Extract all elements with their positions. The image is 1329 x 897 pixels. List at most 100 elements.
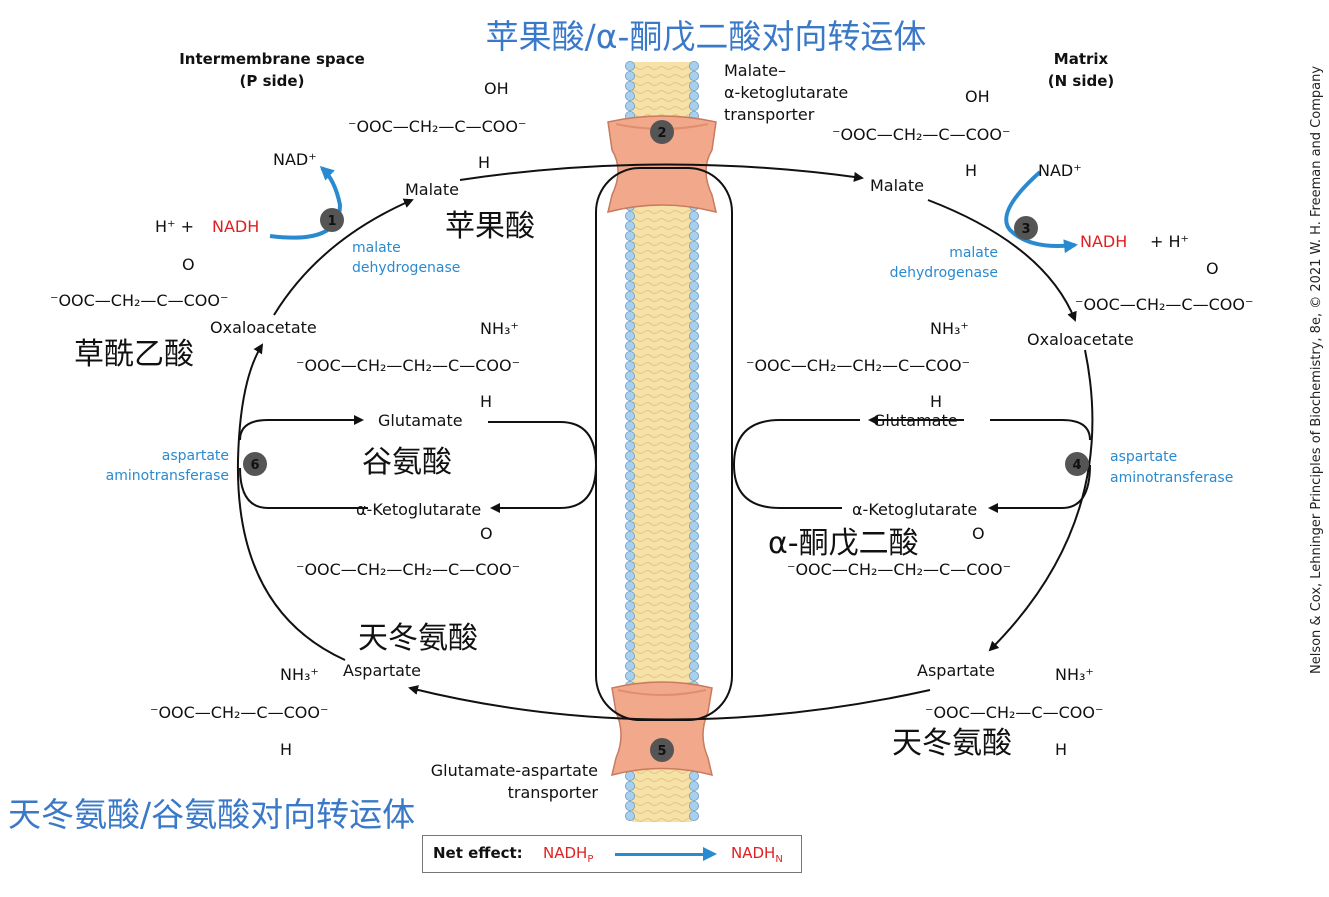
lipid-head: [625, 390, 636, 401]
svg-text:H: H: [1055, 740, 1067, 759]
lipid-head: [689, 541, 700, 552]
glutamate-label-left: Glutamate: [378, 411, 463, 430]
step-6-marker: 6: [243, 452, 267, 476]
lipid-head: [689, 460, 700, 471]
zh-ketoglutarate: α-酮戊二酸: [768, 526, 919, 561]
svg-text:O: O: [480, 524, 493, 543]
lipid-head: [625, 440, 636, 451]
lipid-head: [689, 320, 700, 331]
net-effect-arrow: [615, 853, 703, 856]
lipid-head: [689, 220, 700, 231]
lipid-head: [689, 390, 700, 401]
lipid-head: [689, 380, 700, 391]
lipid-head: [625, 551, 636, 562]
lipid-head: [625, 370, 636, 381]
lipid-head: [625, 81, 636, 92]
lipid-head: [689, 801, 700, 812]
ast-label-right-2: aminotransferase: [1110, 470, 1233, 486]
lipid-head: [625, 661, 636, 672]
lipid-head: [689, 310, 700, 321]
net-effect-from: NADHP: [543, 844, 594, 865]
ast-label-right-1: aspartate: [1110, 449, 1177, 465]
svg-text:⁻OOC—CH₂—C—COO⁻: ⁻OOC—CH₂—C—COO⁻: [1075, 295, 1253, 314]
lipid-head: [689, 230, 700, 241]
oxaloacetate-formula-left: O ⁻OOC—CH₂—C—COO⁻: [50, 255, 228, 310]
malate-label-right: Malate: [870, 176, 924, 195]
lipid-head: [689, 510, 700, 521]
aspartate-formula-left: NH₃⁺ ⁻OOC—CH₂—C—COO⁻ H: [150, 665, 328, 759]
p-side-title: Intermembrane space: [179, 50, 365, 68]
lipid-head: [689, 661, 700, 672]
lipid-head: [625, 531, 636, 542]
aspartate-label-right: Aspartate: [917, 661, 995, 680]
lipid-head: [689, 270, 700, 281]
lipid-head: [689, 430, 700, 441]
svg-text:O: O: [972, 524, 985, 543]
svg-text:O: O: [1206, 259, 1219, 278]
lipid-head: [689, 671, 700, 682]
lipid-head: [689, 480, 700, 491]
lipid-head: [689, 400, 700, 411]
lipid-head: [625, 310, 636, 321]
lipid-head: [625, 500, 636, 511]
lipid-head: [625, 811, 636, 822]
nad-reduction-arrow: [1004, 170, 1078, 254]
lipid-head: [625, 220, 636, 231]
step-1-marker: 1: [320, 208, 344, 232]
mdh-label-right-1: malate: [949, 245, 998, 261]
lipid-head: [689, 551, 700, 562]
svg-text:O: O: [182, 255, 195, 274]
svg-text:5: 5: [657, 744, 666, 759]
nad-right: NAD⁺: [1038, 161, 1082, 180]
svg-text:3: 3: [1021, 222, 1030, 237]
svg-text:⁻OOC—CH₂—C—COO⁻: ⁻OOC—CH₂—C—COO⁻: [348, 117, 526, 136]
lipid-head: [689, 210, 700, 221]
cycle-arrows: [236, 163, 1094, 721]
mdh-label-left-2: dehydrogenase: [352, 260, 460, 276]
lipid-head: [689, 240, 700, 251]
lipid-head: [625, 641, 636, 652]
lipid-head: [689, 651, 700, 662]
net-effect-box: Net effect: NADHP NADHN: [422, 835, 802, 873]
lipid-head: [689, 250, 700, 261]
lipid-head: [625, 631, 636, 642]
n-side-subtitle: (N side): [1048, 72, 1114, 90]
lipid-head: [689, 490, 700, 501]
zh-oxaloacetate: 草酰乙酸: [74, 337, 194, 372]
lipid-head: [625, 340, 636, 351]
lipid-head: [689, 791, 700, 802]
lipid-head: [689, 260, 700, 271]
svg-text:⁻OOC—CH₂—CH₂—C—COO⁻: ⁻OOC—CH₂—CH₂—C—COO⁻: [746, 356, 970, 375]
zh-aspartate-left: 天冬氨酸: [358, 621, 478, 656]
lipid-head: [625, 601, 636, 612]
net-effect-label: Net effect:: [433, 844, 523, 862]
lipid-head: [625, 470, 636, 481]
lipid-head: [625, 230, 636, 241]
lipid-head: [689, 410, 700, 421]
lipid-head: [625, 781, 636, 792]
svg-text:⁻OOC—CH₂—CH₂—C—COO⁻: ⁻OOC—CH₂—CH₂—C—COO⁻: [296, 560, 520, 579]
zh-aspartate-right: 天冬氨酸: [892, 726, 1012, 761]
lipid-head: [689, 440, 700, 451]
lipid-head: [689, 360, 700, 371]
lipid-head: [689, 300, 700, 311]
lipid-head: [625, 571, 636, 582]
bottom-title: 天冬氨酸/谷氨酸对向转运体: [8, 795, 415, 834]
lipid-head: [625, 541, 636, 552]
lipid-head: [625, 210, 636, 221]
lipid-head: [625, 240, 636, 251]
lipid-head: [689, 280, 700, 291]
lipid-head: [689, 771, 700, 782]
oxaloacetate-formula-right: O ⁻OOC—CH₂—C—COO⁻: [1075, 259, 1253, 314]
svg-text:H: H: [280, 740, 292, 759]
lipid-head: [689, 370, 700, 381]
h-plus-left: H⁺ +: [155, 217, 194, 236]
net-effect-to: NADHN: [731, 844, 783, 865]
lipid-head: [689, 71, 700, 82]
oxaloacetate-label-right: Oxaloacetate: [1027, 330, 1134, 349]
ketoglutarate-label-right: α-Ketoglutarate: [852, 500, 977, 519]
svg-text:⁻OOC—CH₂—C—COO⁻: ⁻OOC—CH₂—C—COO⁻: [150, 703, 328, 722]
lipid-head: [625, 591, 636, 602]
lipid-head: [625, 410, 636, 421]
